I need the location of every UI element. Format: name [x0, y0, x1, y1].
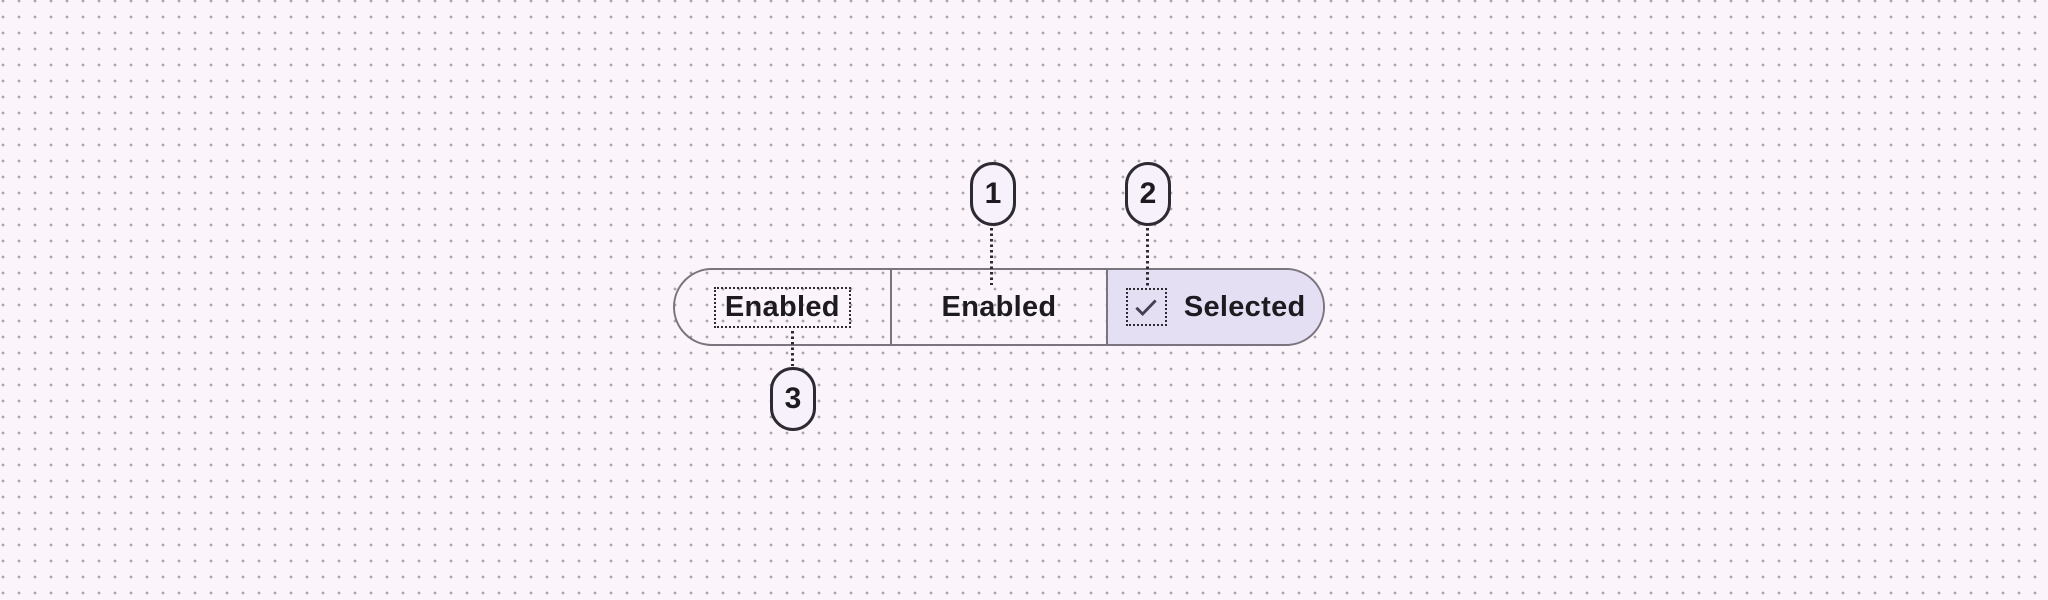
label-annotation-box: Enabled — [713, 286, 851, 328]
annotation-number: 3 — [784, 382, 802, 415]
check-icon-annotation-box — [1125, 288, 1167, 326]
segment-label: Enabled — [724, 290, 840, 323]
segment-label: Selected — [1183, 290, 1306, 323]
segment-label: Enabled — [941, 290, 1057, 323]
annotation-leader-line-3 — [791, 331, 794, 366]
annotation-number: 2 — [1139, 177, 1157, 210]
annotation-badge-3: 3 — [770, 367, 816, 431]
segment-selected[interactable]: Selected — [1108, 270, 1324, 344]
segmented-button: Enabled Enabled Selected — [673, 268, 1325, 346]
annotation-leader-line-1 — [990, 228, 993, 285]
check-icon — [1135, 299, 1157, 317]
annotation-badge-2: 2 — [1125, 162, 1171, 226]
annotation-number: 1 — [984, 177, 1002, 210]
annotation-leader-line-2 — [1146, 228, 1149, 286]
annotation-badge-1: 1 — [970, 162, 1016, 226]
segment-enabled-1[interactable]: Enabled — [675, 270, 892, 344]
segment-enabled-2[interactable]: Enabled — [892, 270, 1109, 344]
